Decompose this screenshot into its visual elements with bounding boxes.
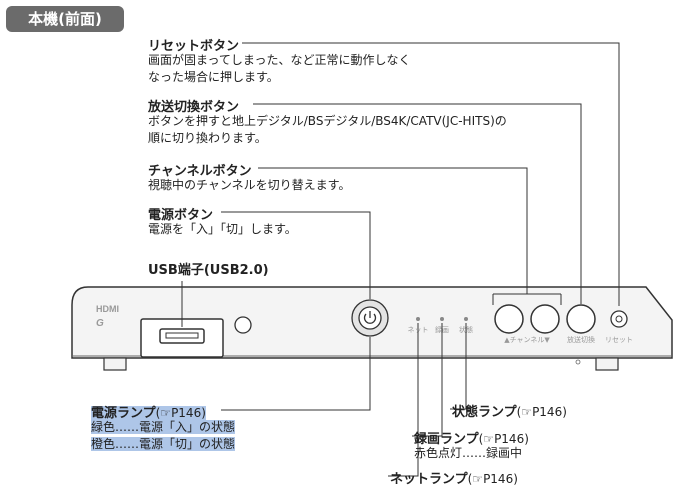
reset-desc-1: 画面が固まってしまった、など正常に動作しなく <box>148 53 411 67</box>
status-lamp-title-row: 状態ランプ(☞P146) <box>452 401 567 420</box>
net-lamp <box>416 317 420 321</box>
hdmi-logo: HDMI <box>96 304 119 314</box>
power-button-title: 電源ボタン <box>148 208 214 223</box>
ir-sensor <box>234 316 252 334</box>
broadcast-desc-1: ボタンを押すと地上デジタル/BSデジタル/BS4K/CATV(JC-HITS)の <box>148 114 507 128</box>
status-lamp-title: 状態ランプ <box>452 405 517 420</box>
reset-label: リセット <box>605 336 633 344</box>
net-lamp-ref: (☞P146) <box>467 472 518 486</box>
rec-lamp-title: 録画ランプ <box>414 432 479 447</box>
usb-title: USB端子(USB2.0) <box>148 263 269 278</box>
channel-label: ▲チャンネル▼ <box>504 336 550 344</box>
reset-desc-2: なった場合に押します。 <box>148 70 279 84</box>
broadcast-title: 放送切換ボタン <box>148 100 240 115</box>
channel-up-button <box>494 304 524 334</box>
power-lamp-ref: (☞P146) <box>155 406 206 420</box>
channel-desc-1: 視聴中のチャンネルを切り替えます。 <box>148 178 351 192</box>
net-lamp-title-row: ネットランプ(☞P146) <box>390 468 518 487</box>
foot-left <box>103 357 127 371</box>
g-logo: G <box>96 318 104 329</box>
status-lamp <box>464 317 468 321</box>
power-lamp-title-row: 電源ランプ(☞P146) <box>91 402 206 421</box>
usb-port-inner <box>165 332 199 339</box>
channel-title: チャンネルボタン <box>148 164 252 179</box>
net-lamp-title: ネットランプ <box>390 472 468 487</box>
rec-lamp-title-row: 録画ランプ(☞P146) <box>414 428 529 447</box>
broadcast-button <box>566 304 596 334</box>
power-button-desc-1: 電源を「入」「切」します。 <box>148 222 297 236</box>
power-icon <box>363 313 377 324</box>
reset-title: リセットボタン <box>148 39 240 54</box>
foot-right <box>595 357 619 371</box>
power-lamp-title: 電源ランプ <box>91 406 156 421</box>
channel-down-button <box>530 304 560 334</box>
rec-lamp-ref: (☞P146) <box>478 432 529 446</box>
broadcast-label: 放送切換 <box>567 335 595 344</box>
status-lamp-ref: (☞P146) <box>516 405 567 419</box>
power-lamp-desc-1: 緑色……電源「入」の状態 <box>91 420 236 434</box>
broadcast-desc-2: 順に切り換わります。 <box>148 131 267 145</box>
rec-lamp <box>440 317 444 321</box>
power-lamp-desc-2: 橙色……電源「切」の状態 <box>91 437 236 451</box>
section-tag: 本機(前面) <box>6 6 124 32</box>
leader-lines <box>181 42 620 477</box>
rec-lamp-desc-1: 赤色点灯……録画中 <box>414 446 523 460</box>
